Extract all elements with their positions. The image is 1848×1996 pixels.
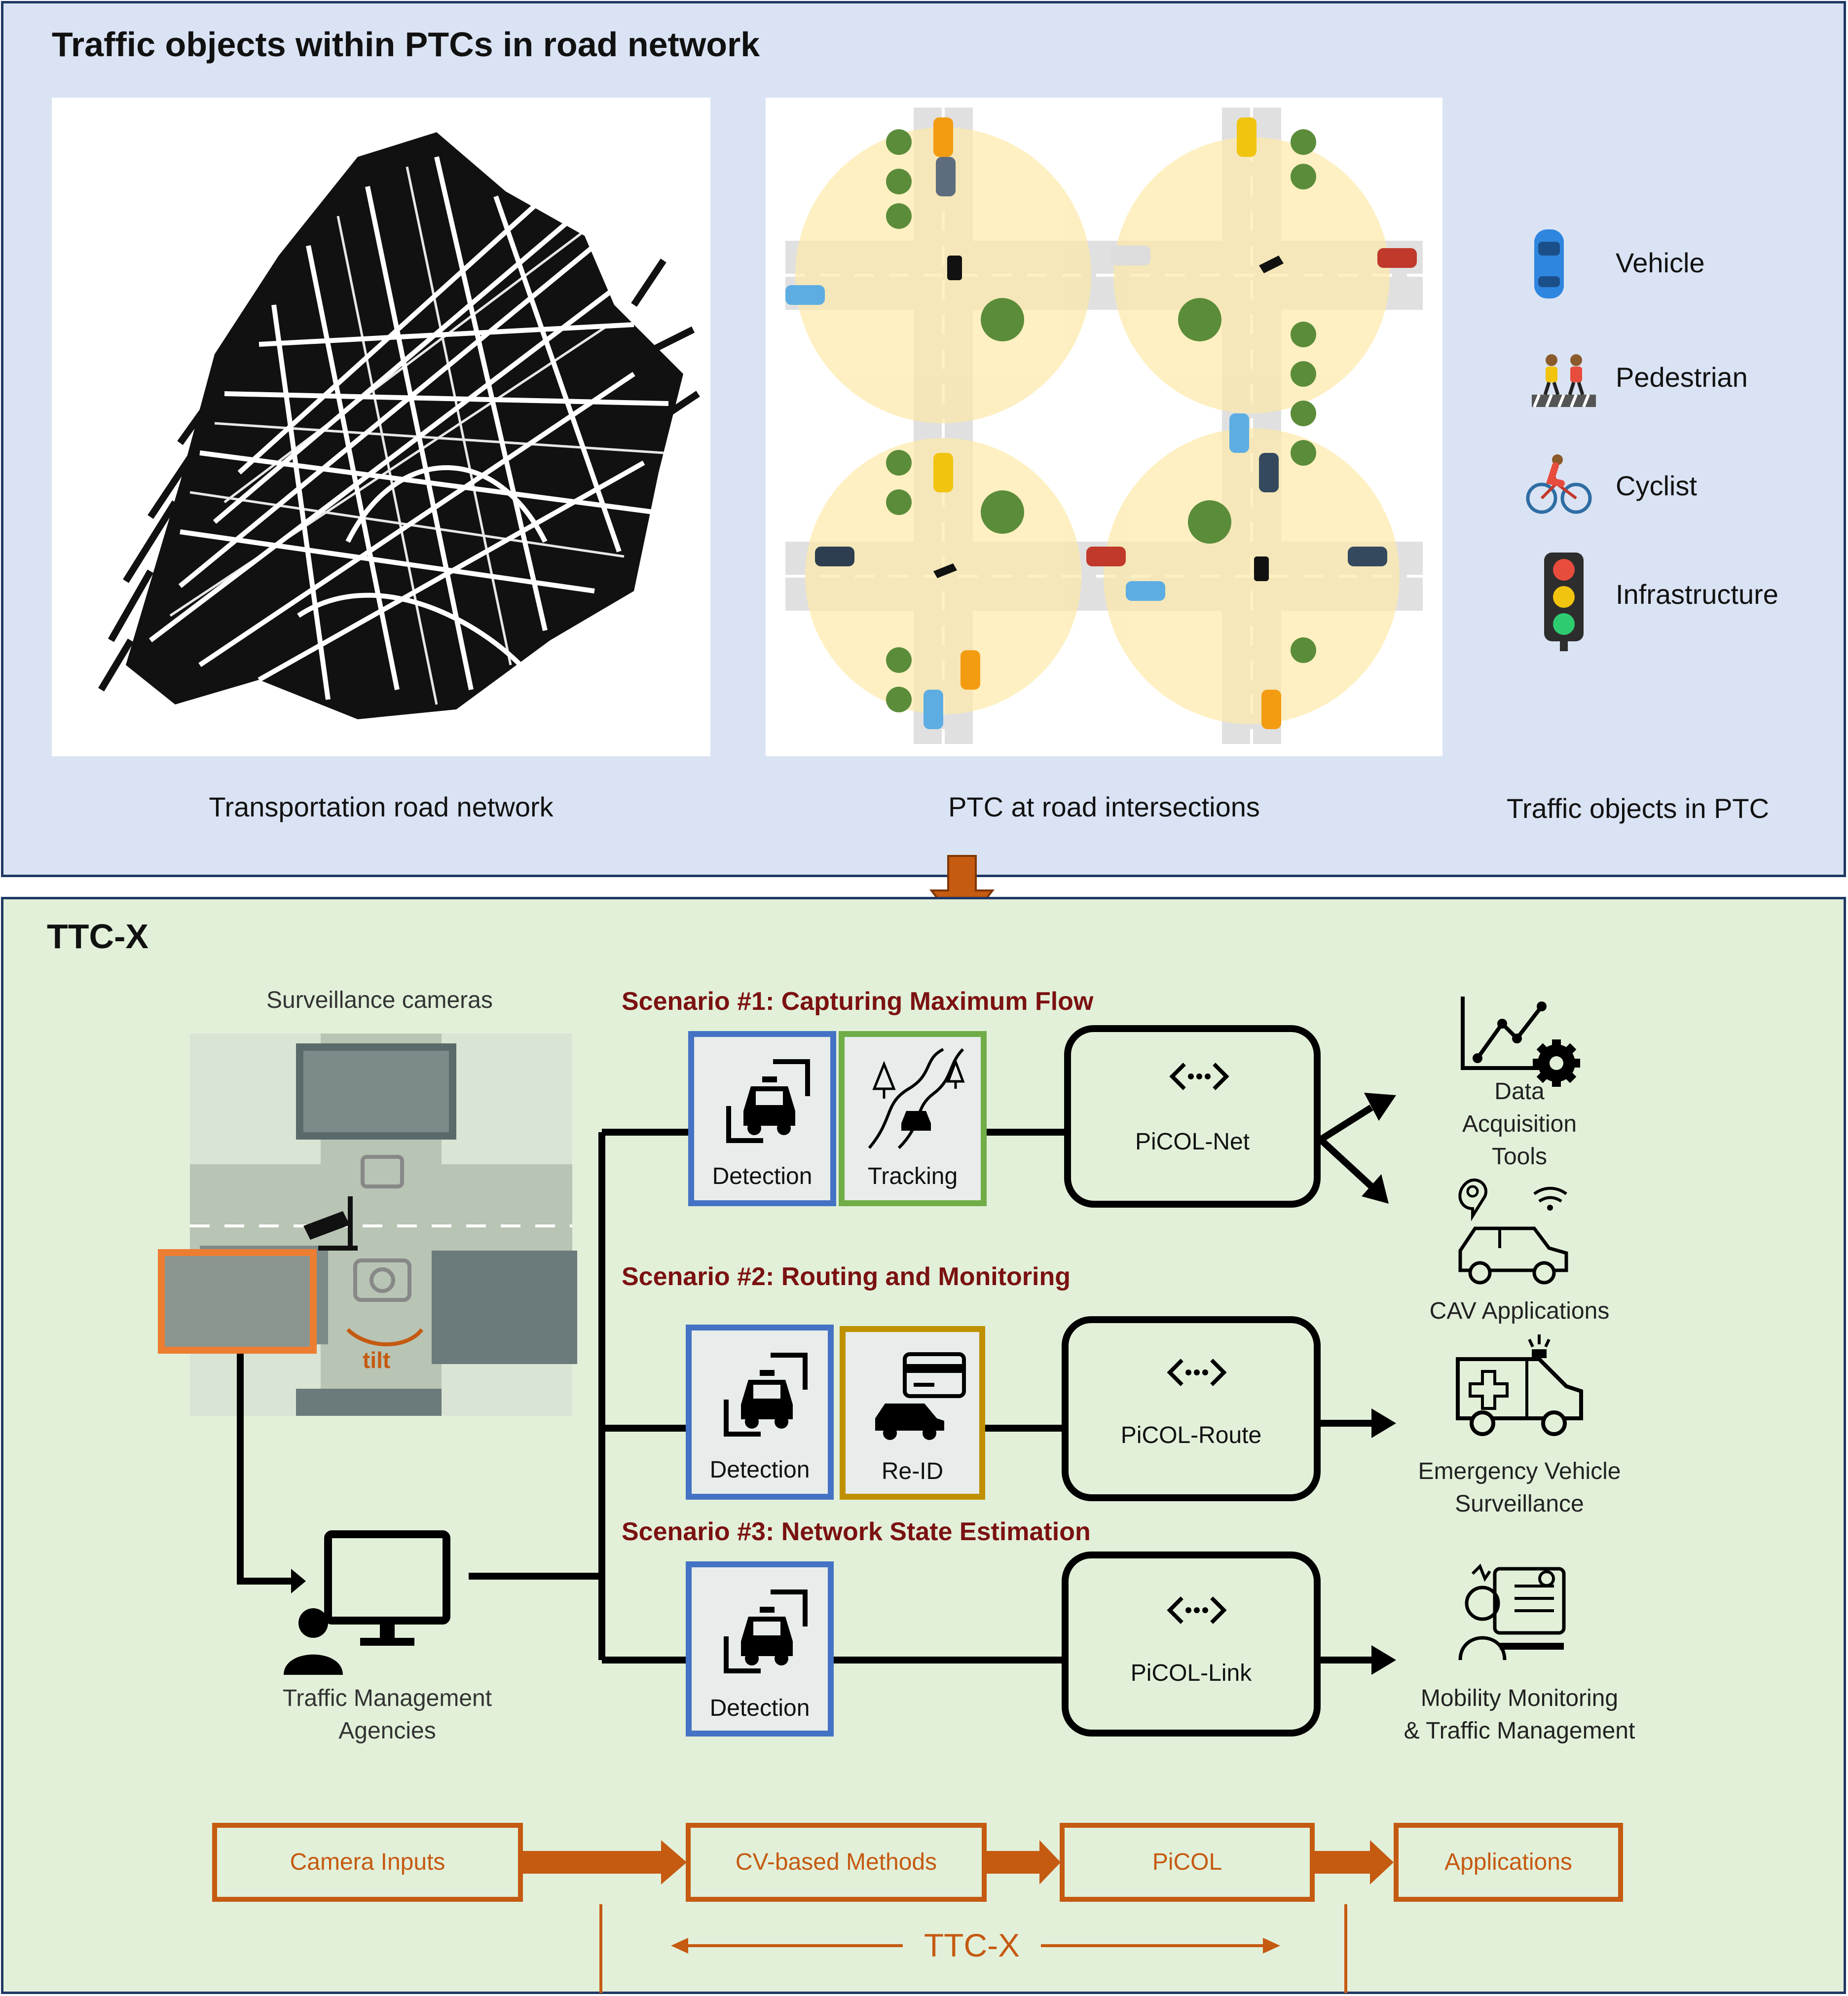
mobility-line-1: Mobility Monitoring bbox=[1420, 1685, 1619, 1711]
picol-net-box[interactable]: PiCOL-Net bbox=[1064, 1025, 1321, 1208]
flow-applications: Applications bbox=[1394, 1823, 1623, 1902]
picol-link-box[interactable]: PiCOL-Link bbox=[1062, 1552, 1321, 1737]
scenario-3-title: Scenario #3: Network State Estimation bbox=[622, 1517, 1091, 1546]
network-link-icon bbox=[1169, 1063, 1229, 1090]
scenario-2-detection-box[interactable]: Detection bbox=[686, 1325, 834, 1500]
scenario-1-title: Scenario #1: Capturing Maximum Flow bbox=[622, 987, 1094, 1016]
bottom-panel-title: TTC-X bbox=[47, 917, 149, 956]
detection-label: Detection bbox=[709, 1457, 810, 1483]
mobility-label: Mobility Monitoring & Traffic Management bbox=[1371, 1682, 1667, 1747]
tracking-road-icon bbox=[868, 1048, 965, 1149]
connected-car-icon bbox=[1458, 1178, 1568, 1285]
agency-label-line-1: Traffic Management bbox=[282, 1685, 492, 1711]
emergency-line-1: Emergency Vehicle bbox=[1418, 1458, 1621, 1484]
monitoring-operator-icon bbox=[1458, 1563, 1566, 1661]
picol-net-label: PiCOL-Net bbox=[1135, 1129, 1250, 1155]
data-tools-label: Data Acquisition Tools bbox=[1406, 1075, 1633, 1173]
network-link-icon bbox=[1167, 1359, 1227, 1386]
selected-camera-frame[interactable] bbox=[158, 1249, 317, 1354]
road-network-map bbox=[52, 98, 710, 756]
ambulance-icon bbox=[1456, 1334, 1583, 1436]
legend-cyclist-label: Cyclist bbox=[1616, 470, 1697, 501]
legend-pedestrian-label: Pedestrian bbox=[1616, 362, 1748, 393]
tracking-label: Tracking bbox=[867, 1163, 958, 1189]
data-tools-line-2: Acquisition bbox=[1462, 1111, 1577, 1137]
picol-route-label: PiCOL-Route bbox=[1120, 1422, 1262, 1448]
ptc-intersections-map bbox=[766, 98, 1442, 756]
top-panel-title: Traffic objects within PTCs in road netw… bbox=[52, 25, 760, 64]
agency-label-line-2: Agencies bbox=[338, 1718, 436, 1744]
intersection-graphic bbox=[785, 108, 1423, 744]
cameras-label: Surveillance cameras bbox=[266, 987, 493, 1013]
monitor-icon bbox=[284, 1530, 450, 1675]
picol-link-label: PiCOL-Link bbox=[1130, 1660, 1252, 1686]
scenario-1-tracking-box[interactable]: Tracking bbox=[839, 1031, 987, 1206]
flow-camera-inputs: Camera Inputs bbox=[212, 1823, 523, 1902]
tilt-label: tilt bbox=[363, 1347, 391, 1373]
mobility-line-2: & Traffic Management bbox=[1404, 1718, 1635, 1744]
detection-label: Detection bbox=[712, 1163, 813, 1189]
car-icon bbox=[1534, 229, 1564, 298]
data-tools-line-3: Tools bbox=[1491, 1144, 1548, 1170]
cav-label: CAV Applications bbox=[1429, 1298, 1610, 1324]
road-network-graphic bbox=[98, 132, 700, 719]
taxi-icon bbox=[724, 1589, 808, 1673]
pedestrian-icon bbox=[1532, 354, 1596, 408]
legend-infrastructure-label: Infrastructure bbox=[1616, 579, 1778, 610]
scenario-2-title: Scenario #2: Routing and Monitoring bbox=[622, 1262, 1071, 1291]
flow-cv-methods: CV-based Methods bbox=[686, 1823, 987, 1902]
agency-label: Traffic Management Agencies bbox=[257, 1682, 518, 1747]
network-link-icon bbox=[1167, 1596, 1227, 1624]
caption-traffic-objects: Traffic objects in PTC bbox=[1506, 793, 1770, 824]
ttcx-span-label: TTC-X bbox=[924, 1927, 1020, 1963]
legend-vehicle-label: Vehicle bbox=[1616, 247, 1705, 278]
caption-road-network: Transportation road network bbox=[209, 791, 554, 822]
cyclist-icon bbox=[1526, 454, 1592, 514]
emergency-label: Emergency Vehicle Surveillance bbox=[1406, 1455, 1633, 1520]
emergency-line-2: Surveillance bbox=[1455, 1491, 1584, 1517]
scenario-2-reid-box[interactable]: Re-ID bbox=[840, 1326, 985, 1500]
taxi-icon bbox=[726, 1059, 810, 1143]
caption-intersections: PTC at road intersections bbox=[948, 791, 1260, 822]
detection-label: Detection bbox=[709, 1695, 810, 1721]
flow-picol: PiCOL bbox=[1060, 1823, 1315, 1902]
scenario-1-detection-box[interactable]: Detection bbox=[688, 1031, 836, 1206]
scenario-3-detection-box[interactable]: Detection bbox=[686, 1561, 834, 1737]
taxi-icon bbox=[724, 1353, 808, 1437]
traffic-light-icon bbox=[1544, 553, 1584, 651]
chart-gear-icon bbox=[1461, 997, 1580, 1087]
picol-route-box[interactable]: PiCOL-Route bbox=[1062, 1316, 1321, 1501]
id-card-icon bbox=[875, 1352, 966, 1440]
data-tools-line-1: Data bbox=[1494, 1078, 1545, 1105]
reid-label: Re-ID bbox=[881, 1458, 944, 1484]
